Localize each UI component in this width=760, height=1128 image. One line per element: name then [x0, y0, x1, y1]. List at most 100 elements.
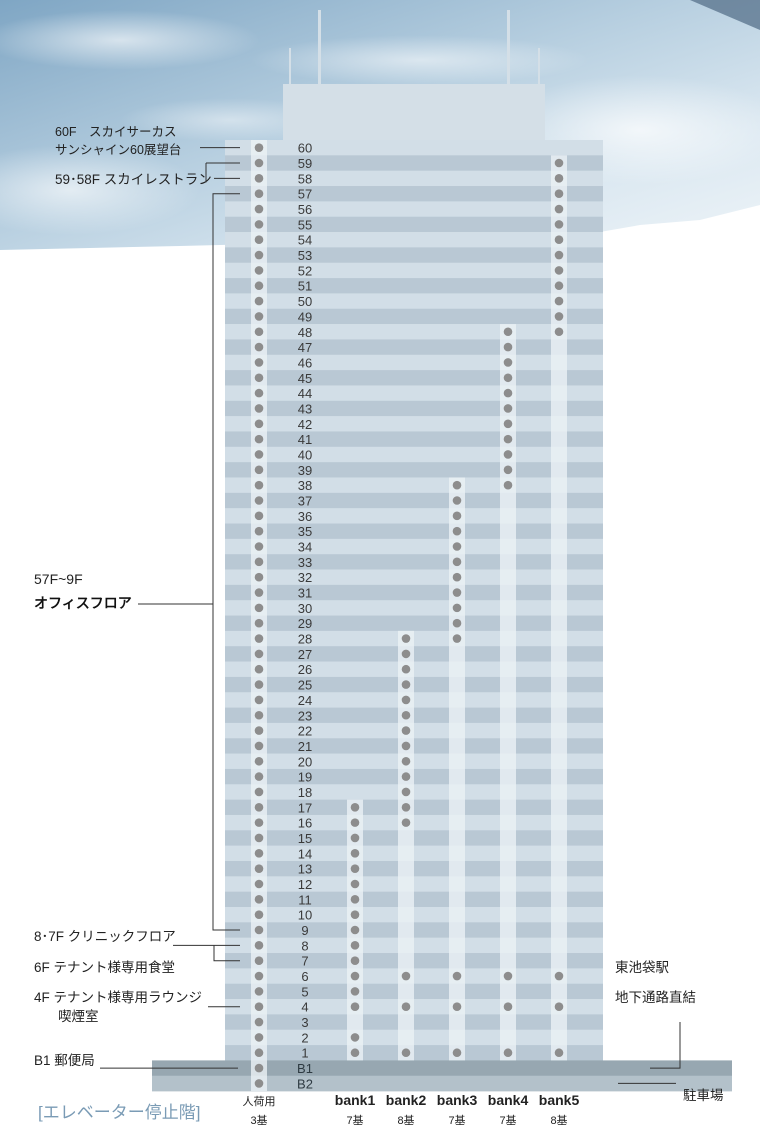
floor-stripe [225, 324, 603, 340]
floor-label-37: 37 [298, 493, 312, 508]
stop-dot-freight [254, 450, 264, 459]
floor-label-47: 47 [298, 340, 312, 355]
stop-dot-freight [254, 250, 264, 260]
stop-dot-freight [254, 649, 264, 659]
stop-dot-bank4 [503, 450, 513, 459]
floor-label-27: 27 [298, 647, 312, 662]
stop-dot-freight [254, 1063, 264, 1073]
stop-dot-bank3 [452, 526, 462, 536]
stop-dot-bank2 [401, 649, 411, 659]
floor-label-35: 35 [298, 524, 312, 539]
stop-dot-freight [254, 833, 264, 843]
floor-label-9: 9 [301, 923, 308, 938]
floor-stripe [225, 446, 603, 463]
stop-dot-bank5 [554, 971, 564, 981]
floor-stripe [225, 247, 603, 264]
stop-dot-bank5 [554, 327, 564, 337]
stop-dot-freight [254, 864, 264, 873]
stop-dot-bank1 [350, 956, 360, 965]
stop-dot-bank4 [503, 404, 513, 413]
stop-dot-bank1 [350, 1033, 360, 1042]
annotation-office-floor: オフィスフロア [34, 595, 132, 611]
floor-label-8: 8 [301, 938, 308, 953]
stop-dot-bank5 [554, 281, 564, 291]
stop-dot-bank5 [554, 158, 564, 168]
floor-label-22: 22 [298, 724, 312, 739]
floor-label-23: 23 [298, 708, 312, 723]
stop-dot-freight [254, 695, 264, 705]
stop-dot-freight [254, 235, 264, 245]
stop-dot-freight [254, 971, 264, 981]
stop-dot-bank1 [350, 818, 360, 827]
floor-stripe [225, 278, 603, 294]
floor-stripe [225, 523, 603, 540]
floor-label-1: 1 [301, 1046, 308, 1061]
floor-label-48: 48 [298, 325, 312, 340]
floor-stripe [225, 262, 603, 279]
stop-dot-freight [254, 818, 264, 827]
annotation-parking: 駐車場 [683, 1088, 724, 1103]
shaft-bank5 [551, 155, 567, 1061]
building-cross-section: 6059585756555453525150494847464544434241… [152, 140, 732, 1091]
stop-dot-freight [254, 373, 264, 383]
stop-dot-freight [254, 388, 264, 398]
floor-label-39: 39 [298, 463, 312, 478]
stop-dot-freight [254, 419, 264, 429]
stop-dot-freight [254, 941, 264, 950]
stop-dot-bank2 [401, 710, 411, 720]
stop-dot-bank3 [452, 618, 462, 628]
floor-label-33: 33 [298, 555, 312, 570]
stop-dot-bank1 [350, 1048, 360, 1058]
stop-dot-bank2 [401, 1002, 411, 1012]
bank-name-freight: 人荷用 [243, 1095, 276, 1108]
stop-dot-bank2 [401, 726, 411, 735]
stop-dot-bank1 [350, 833, 360, 843]
stop-dot-freight [254, 726, 264, 735]
annotation-station: 東池袋駅 [615, 960, 669, 975]
floor-label-51: 51 [298, 279, 312, 294]
floor-stripe [225, 600, 603, 616]
stop-dot-freight [254, 895, 264, 904]
stop-dot-bank2 [401, 818, 411, 827]
stop-dot-bank5 [554, 296, 564, 306]
floor-label-30: 30 [298, 601, 312, 616]
floor-label-31: 31 [298, 586, 312, 601]
floor-stripe [225, 462, 603, 478]
annotation-underground-passage: 地下通路直結 [615, 990, 696, 1005]
stop-dot-bank4 [503, 373, 513, 383]
stop-dot-bank2 [401, 756, 411, 766]
floor-label-11: 11 [298, 892, 312, 907]
stop-dot-bank2 [401, 664, 411, 674]
floor-label-40: 40 [298, 447, 312, 462]
stop-dot-freight [254, 987, 264, 996]
rooftop [283, 10, 545, 140]
stop-dot-bank1 [350, 1002, 360, 1012]
stop-dot-bank5 [554, 1002, 564, 1012]
stop-dot-freight [254, 802, 264, 812]
floor-stripe [225, 370, 603, 386]
stop-dot-freight [254, 434, 264, 444]
floor-label-21: 21 [298, 739, 312, 754]
floor-label-17: 17 [298, 800, 312, 815]
floor-stripe [225, 400, 603, 417]
floor-label-4: 4 [301, 1000, 308, 1015]
bank-count-bank2: 8基 [397, 1114, 414, 1127]
floor-label-5: 5 [301, 984, 308, 999]
stop-dot-bank4 [503, 1048, 513, 1058]
floor-stripe [225, 293, 603, 310]
stop-dot-freight [254, 1002, 264, 1012]
floor-stripe [225, 416, 603, 432]
stop-dot-bank3 [452, 557, 462, 567]
stop-dot-freight [254, 910, 264, 919]
stop-dot-freight [254, 281, 264, 291]
stop-dot-bank5 [554, 266, 564, 275]
floor-stripe [225, 569, 603, 586]
stop-dot-freight [254, 542, 264, 551]
floor-stripe [225, 170, 603, 187]
stop-dot-freight [254, 756, 264, 766]
stop-dot-bank1 [350, 987, 360, 996]
floor-label-53: 53 [298, 248, 312, 263]
stop-dot-freight [254, 204, 264, 214]
floor-label-50: 50 [298, 294, 312, 309]
stop-dot-freight [254, 1079, 264, 1088]
